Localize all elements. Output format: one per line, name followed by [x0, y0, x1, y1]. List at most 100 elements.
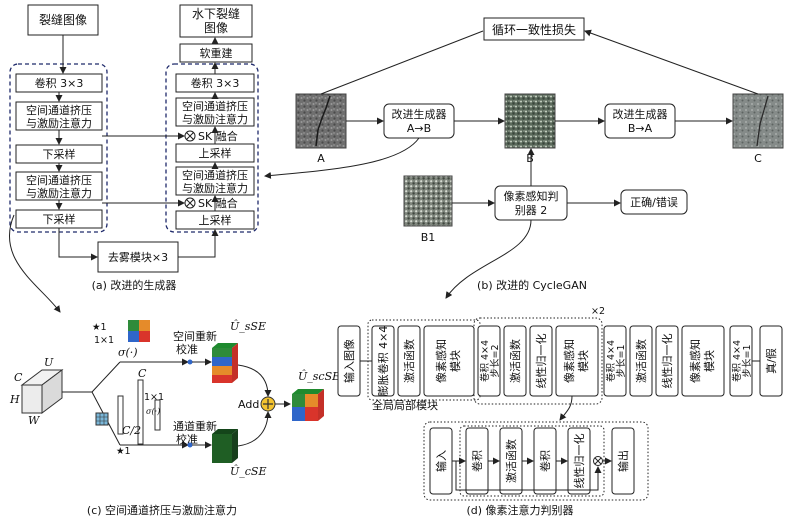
d-pixel-module3-line2: 模块 — [703, 350, 716, 372]
d-pixel-module2-line1: 像素感知 — [562, 339, 576, 383]
discriminator-line1: 像素感知判 — [504, 189, 559, 203]
sub-inner-group — [459, 425, 605, 497]
d-conv-final-line1: 卷积 4×4 — [731, 340, 743, 382]
channel-mult-dot — [187, 442, 193, 448]
arrow-spatial-add — [237, 364, 272, 397]
image-a-label: A — [317, 152, 325, 165]
d-act3-box — [629, 325, 653, 397]
sigma-label: σ(·) — [118, 346, 138, 359]
d-norm2-label: 线性归一化 — [660, 334, 674, 389]
d-pixel-module-line1: 像素感知 — [434, 339, 448, 383]
channel-sigma: σ(·) — [146, 407, 160, 416]
downsample-left-1-label: 下采样 — [43, 147, 76, 161]
u-sse-label: Û_sSE — [230, 319, 266, 333]
kernel-1x1: 1×1 — [94, 335, 114, 346]
line-a-loss — [320, 30, 484, 95]
u-cse-label: Û_cSE — [230, 464, 267, 478]
arrow-c-loss — [584, 29, 759, 95]
sub-module-group — [423, 421, 649, 501]
dim-c-label: C — [14, 371, 23, 384]
attention-right-2-line1: 空间通道挤压 — [182, 168, 248, 182]
attention-right-1-line1: 空间通道挤压 — [182, 99, 248, 113]
image-c-crack — [756, 95, 769, 147]
sk-fusion-label-2: SK 融合 — [198, 196, 238, 210]
d-conv-s2-line2: 步长=2 — [489, 344, 501, 377]
pool-grid-icon — [95, 412, 109, 426]
image-b-label: B — [526, 152, 534, 165]
upsample-right-2-label: 上采样 — [199, 213, 232, 227]
upsample-right-1-label: 上采样 — [199, 146, 232, 160]
generator-ba-line1: 改进生成器 — [613, 107, 668, 121]
output-label-line1: 水下裂缝 — [192, 6, 240, 21]
channel-star-1: ★1 — [116, 446, 131, 457]
channel-recal-line2: 校准 — [176, 432, 198, 446]
channel-recal-line1: 通道重新 — [173, 419, 217, 433]
soft-reconstruct-label: 软重建 — [200, 46, 233, 60]
link-to-attention-detail — [8, 214, 61, 313]
u-scse-label: Û_scSE — [298, 369, 340, 383]
d-pixel-module-line2: 模块 — [449, 350, 462, 372]
sub-skip-path — [455, 461, 602, 491]
channel-bar-2 — [137, 379, 144, 445]
generator-ab-line2: A→B — [407, 122, 431, 135]
d-norm2-box — [655, 325, 679, 397]
image-c-label: C — [754, 152, 762, 165]
d-pixel-module3-line1: 像素感知 — [688, 339, 702, 383]
add-plus — [263, 399, 273, 409]
dim-u-label: U — [44, 356, 54, 369]
d-act-label: 激活函数 — [402, 339, 416, 383]
spatial-recal-line1: 空间重新 — [173, 329, 217, 343]
attention-left-2-line2: 与激励注意力 — [26, 186, 92, 200]
d-act-box — [397, 325, 421, 397]
d-act2-label: 激活函数 — [508, 339, 522, 383]
d-pixel-module-box — [423, 325, 475, 397]
sub-mult-cross — [594, 457, 602, 465]
underwater-crack-box — [179, 4, 253, 38]
d-pixel-module3-box — [681, 325, 725, 397]
d-conv-final-line2: 步长=1 — [741, 344, 753, 377]
cube-front — [21, 384, 43, 414]
arrow-channel-add — [237, 411, 272, 447]
d-dilated-label: 膨胀卷积 4×4 — [376, 326, 390, 397]
attention-left-2-line1: 空间通道挤压 — [26, 173, 92, 187]
repeat-group — [473, 317, 603, 405]
d-conv-s1-box — [603, 325, 627, 397]
d-conv-s2-box — [477, 325, 501, 397]
panel-a-generator: 裂缝图像 水下裂缝 图像 软重建 卷积 3×3 空间通道挤压 与激励注意力 下采… — [8, 4, 259, 313]
crack-image-label: 裂缝图像 — [39, 12, 87, 27]
link-disc-to-detail — [445, 219, 532, 299]
d-real-fake-label: 真/假 — [764, 348, 778, 374]
d-input-label: 输入图像 — [342, 339, 356, 383]
repeat-label: ×2 — [591, 306, 605, 317]
image-b1 — [403, 175, 453, 227]
panel-c-attention: C H W U ★1 1×1 σ(·) 空间重新 校准 — [9, 319, 340, 517]
channel-bar-1 — [117, 395, 124, 435]
discriminator-line2: 别器 2 — [515, 204, 548, 217]
link-genab-to-generator — [264, 137, 420, 179]
image-a-crack — [315, 95, 331, 147]
encoder-dashed-group — [9, 63, 108, 233]
dim-w-label: W — [28, 414, 41, 427]
arrow-down2-dehaze — [58, 228, 98, 261]
attention-right-1-line2: 与激励注意力 — [182, 112, 248, 126]
sub-output-box — [611, 427, 635, 495]
sub-act-label: 激活函数 — [504, 439, 518, 483]
sk-fusion-cross-2 — [186, 199, 194, 207]
scse-output-tensor — [292, 389, 324, 421]
d-conv-s1-line1: 卷积 4×4 — [605, 340, 617, 382]
spatial-mult-dot — [187, 359, 193, 365]
d-act2-box — [503, 325, 527, 397]
attention-right-2-line2: 与激励注意力 — [182, 181, 248, 195]
sub-input-label: 输入 — [434, 450, 448, 472]
result-label: 正确/错误 — [630, 195, 678, 209]
image-b — [504, 93, 556, 149]
downsample-left-2-label: 下采样 — [43, 212, 76, 226]
c-half-label: C/2 — [122, 424, 141, 437]
attention-left-1-box — [15, 101, 103, 131]
sub-conv2-label: 卷积 — [538, 450, 552, 472]
dehaze-module-label: 去雾模块×3 — [108, 251, 168, 264]
d-pixel-module2-box — [555, 325, 599, 397]
spatial-recal-line2: 校准 — [176, 342, 198, 356]
cycle-loss-box — [483, 17, 585, 41]
